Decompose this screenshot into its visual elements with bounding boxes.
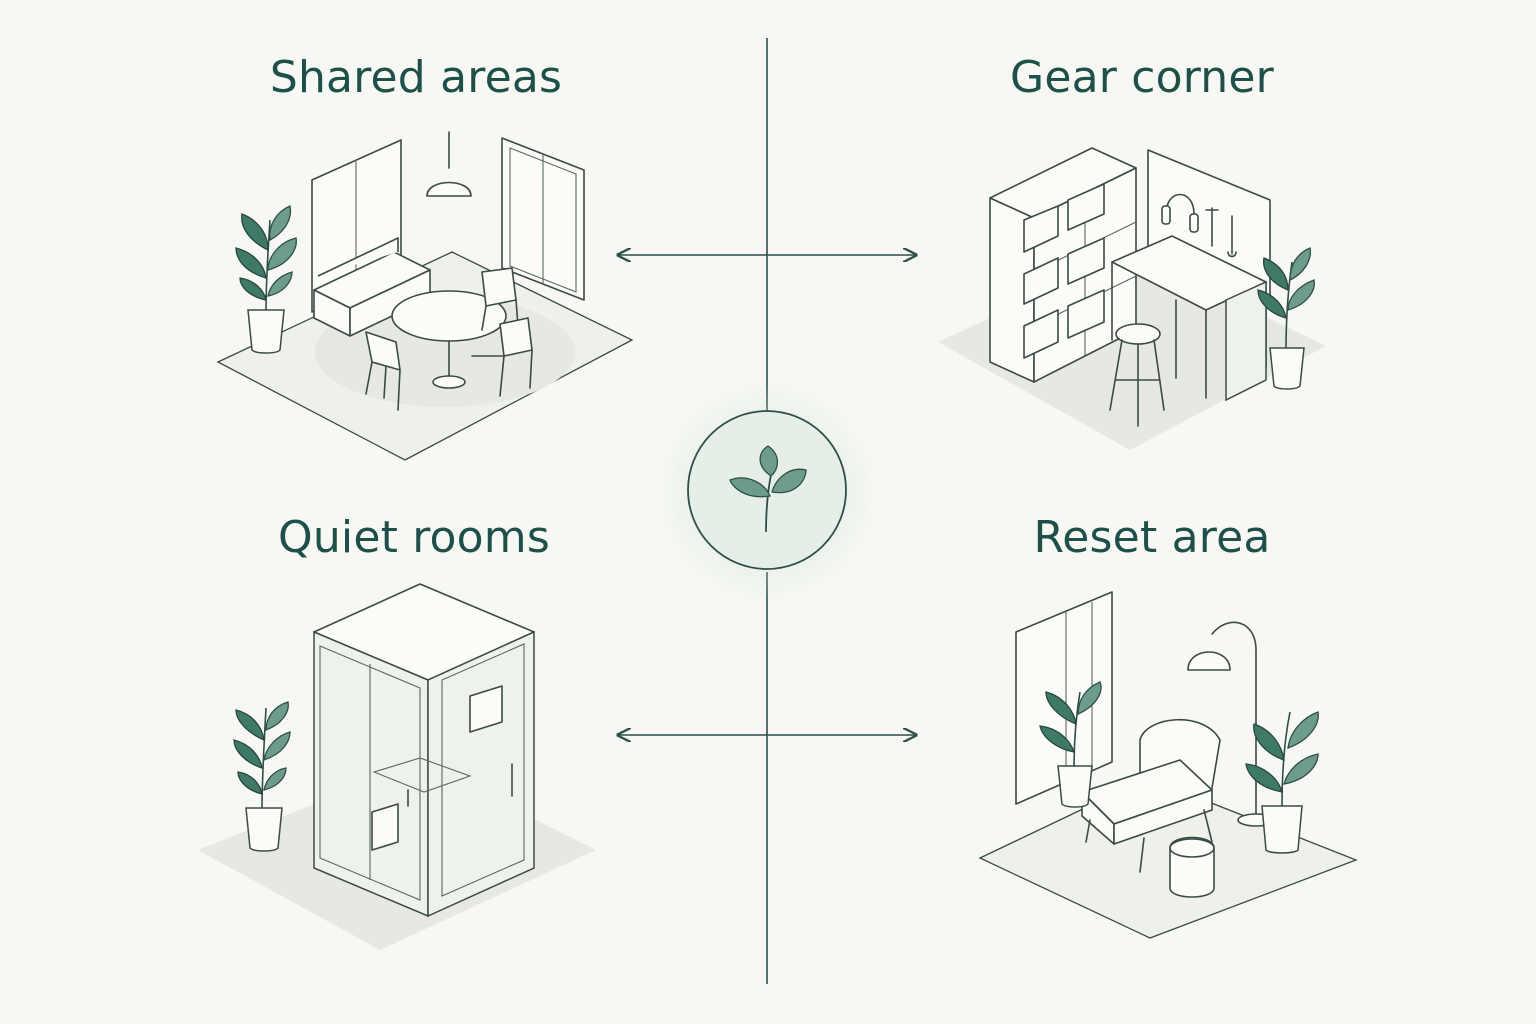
gear-plant	[1257, 247, 1315, 390]
gear-corner-title: Gear corner	[1010, 52, 1274, 103]
reset-area-title: Reset area	[1033, 512, 1271, 563]
center-badge	[655, 380, 879, 604]
reset-plant-right	[1245, 711, 1319, 854]
quiet-plant	[233, 701, 291, 852]
sprout-icon	[729, 445, 807, 533]
arrows	[618, 255, 916, 735]
reset-plant-left	[1039, 681, 1102, 808]
headphones-icon	[1161, 193, 1199, 233]
shared-areas-illustration	[216, 131, 634, 461]
shared-areas-title: Shared areas	[269, 52, 563, 103]
reset-area-illustration	[978, 591, 1358, 939]
quiet-rooms-title: Quiet rooms	[277, 512, 550, 563]
storage-boxes	[1023, 183, 1105, 359]
tool-icon	[1205, 207, 1237, 258]
shared-plant	[235, 205, 297, 354]
gear-corner-illustration	[938, 147, 1326, 450]
quiet-rooms-illustration	[198, 583, 596, 950]
